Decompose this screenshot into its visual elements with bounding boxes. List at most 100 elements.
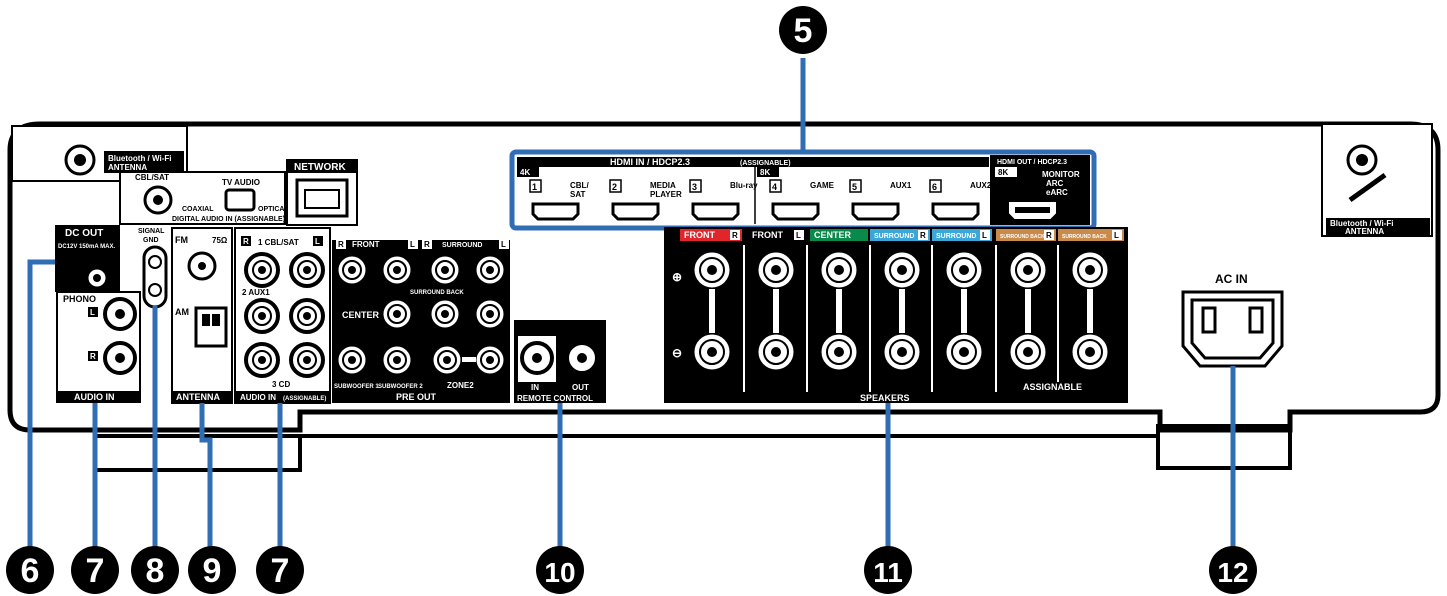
- hdmi-out-badge: 8K: [998, 168, 1008, 177]
- network-label: NETWORK: [294, 162, 346, 173]
- speaker-side-label: R: [920, 231, 926, 240]
- pre-out-r2: R: [424, 240, 430, 249]
- callout-number: 12: [1217, 557, 1248, 588]
- hdmi-out-l3: eARC: [1046, 188, 1068, 197]
- callout-lines: [27, 58, 1236, 548]
- hdmi-input-label: AUX1: [890, 181, 912, 190]
- am-antenna-terminal[interactable]: [194, 306, 228, 348]
- callout-number: 7: [86, 552, 105, 590]
- hdmi-input-number: 6: [932, 182, 937, 192]
- hdmi-input-number: 5: [852, 182, 857, 192]
- antenna-arrow-icon: [1348, 172, 1387, 203]
- phono-r: R: [90, 352, 96, 361]
- optical-label: OPTICAL: [258, 206, 289, 213]
- ac-in-group: AC IN: [1181, 272, 1284, 368]
- hdmi-in-port[interactable]: [771, 202, 820, 221]
- speaker-side-label: L: [796, 231, 801, 240]
- phono-group: PHONO L R AUDIO IN: [56, 291, 141, 403]
- hdmi-in-port[interactable]: [851, 202, 900, 221]
- speakers-footer: SPEAKERS: [860, 393, 910, 403]
- pre-out-l2: L: [501, 240, 506, 249]
- hdmi-input-label: SAT: [570, 190, 586, 199]
- callout-8: 8: [131, 546, 179, 594]
- cbl-sat-label: CBL/SAT: [135, 173, 169, 182]
- hdmi-4k-badge: 4K: [520, 168, 530, 177]
- dc-out-group: DC OUT DC12V 150mA MAX.: [55, 225, 120, 292]
- callout-number: 7: [271, 552, 290, 590]
- coaxial-label: COAXIAL: [182, 206, 214, 213]
- callout-number: 5: [794, 12, 813, 50]
- speaker-side-label: L: [1114, 231, 1119, 240]
- hdmi-input-label: AUX2: [970, 181, 992, 190]
- dc-out-title: DC OUT: [65, 228, 103, 239]
- callout-9: 9: [188, 546, 236, 594]
- digital-audio-in: CBL/SAT TV AUDIO COAXIAL OPTICAL DIGITAL…: [119, 171, 289, 225]
- antenna-group: FM 75Ω AM ANTENNA: [171, 227, 233, 404]
- audio-in-3: 3 CD: [272, 380, 290, 389]
- phono-footer: AUDIO IN: [74, 392, 115, 402]
- hdmi-in-port[interactable]: [691, 202, 740, 221]
- remote-out-label: OUT: [572, 383, 589, 392]
- signal-gnd-l2: GND: [143, 237, 159, 244]
- hdmi-in-port[interactable]: [531, 202, 580, 221]
- callout-7: 7: [256, 546, 304, 594]
- callout-number: 11: [873, 557, 903, 588]
- pre-out-r1: R: [338, 240, 344, 249]
- digital-audio-title: DIGITAL AUDIO IN (ASSIGNABLE): [172, 216, 285, 223]
- callout-11: 11: [864, 546, 912, 594]
- hdmi-out-title: HDMI OUT / HDCP2.3: [997, 159, 1067, 166]
- audio-in-1: 1 CBL/SAT: [258, 238, 299, 247]
- pre-out-footer: PRE OUT: [396, 392, 437, 402]
- hdmi-in-port[interactable]: [611, 202, 660, 221]
- callout-number: 10: [544, 557, 575, 588]
- chassis-outline: [7, 121, 1441, 433]
- pre-out-sub1: SUBWOOFER 1: [334, 384, 379, 390]
- hdmi-input-label: PLAYER: [650, 190, 682, 199]
- network-port-group: NETWORK: [286, 159, 358, 226]
- speaker-label: SURROUND: [874, 233, 914, 240]
- hdmi-out-l1: MONITOR: [1042, 170, 1080, 179]
- hdmi-input-number: 2: [612, 182, 617, 192]
- callout-number: 8: [146, 552, 165, 590]
- speaker-label: SURROUND: [936, 233, 976, 240]
- callout-number: 9: [203, 552, 222, 590]
- optical-jack[interactable]: [224, 188, 256, 212]
- bt-right-line1: Bluetooth / Wi-Fi: [1330, 219, 1393, 228]
- hdmi-input-label: GAME: [810, 181, 835, 190]
- antenna-footer: ANTENNA: [176, 392, 220, 402]
- bt-antenna-right[interactable]: Bluetooth / Wi-Fi ANTENNA: [1321, 123, 1433, 237]
- pre-out-center: CENTER: [342, 310, 380, 320]
- dc-out-spec: DC12V 150mA MAX.: [58, 244, 115, 250]
- phono-l: L: [90, 308, 95, 317]
- callout-number: 6: [21, 552, 40, 590]
- chassis-foot-left: [93, 434, 302, 472]
- am-label: AM: [175, 307, 189, 317]
- audio-in-group: R L 1 CBL/SAT 2 AUX1 3 CD AUDIO IN (ASSI…: [234, 227, 331, 404]
- speaker-side-label: R: [732, 231, 738, 240]
- speaker-label: FRONT: [752, 230, 783, 240]
- bt-antenna-left[interactable]: Bluetooth / Wi-Fi ANTENNA: [11, 125, 188, 182]
- fm-label: FM: [175, 235, 188, 245]
- ac-in-label: AC IN: [1215, 272, 1248, 286]
- tv-audio-label: TV AUDIO: [222, 178, 260, 187]
- hdmi-8k-badge: 8K: [760, 168, 770, 177]
- callout-5: 5: [779, 6, 827, 54]
- audio-in-assignable: (ASSIGNABLE): [283, 396, 326, 402]
- pre-out-front: FRONT: [352, 240, 380, 249]
- bt-right-line2: ANTENNA: [1345, 227, 1384, 236]
- remote-control-group: IN OUT REMOTE CONTROL: [514, 320, 606, 403]
- audio-in-r: R: [243, 237, 249, 246]
- hdmi-input-number: 1: [532, 182, 537, 192]
- pre-out-surround: SURROUND: [442, 242, 482, 249]
- callout-10: 10: [536, 546, 584, 594]
- hdmi-in-port[interactable]: [931, 202, 980, 221]
- hdmi-input-label: Blu-ray: [730, 181, 758, 190]
- speakers-assignable: ASSIGNABLE: [1023, 382, 1082, 392]
- signal-gnd-l1: SIGNAL: [138, 228, 165, 235]
- speaker-label: CENTER: [814, 230, 852, 240]
- speaker-side-label: L: [982, 231, 987, 240]
- remote-footer: REMOTE CONTROL: [517, 394, 593, 403]
- hdmi-out-l2: ARC: [1046, 179, 1064, 188]
- audio-in-l: L: [315, 237, 320, 246]
- phono-title: PHONO: [63, 294, 96, 304]
